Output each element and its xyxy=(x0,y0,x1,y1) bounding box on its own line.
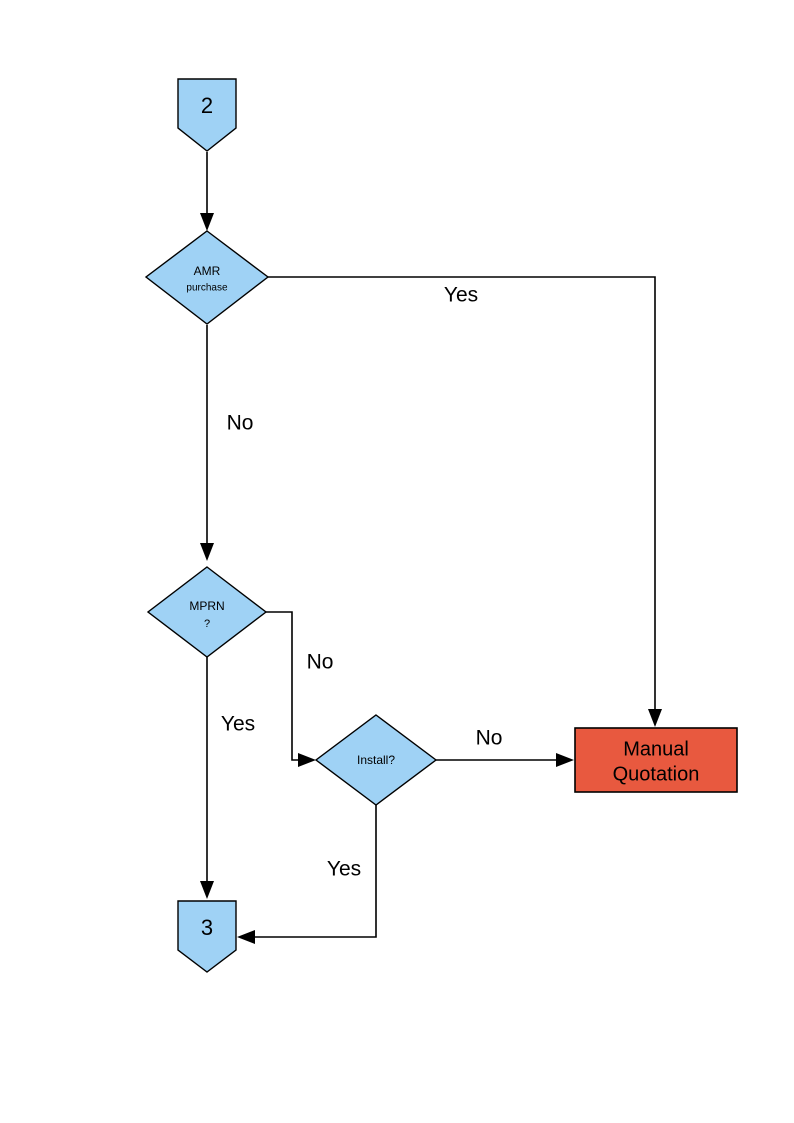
edge-line xyxy=(246,805,377,938)
arrow-head-icon xyxy=(200,213,214,231)
node-label-amr-line2: purchase xyxy=(186,283,228,294)
edge-start-to-amr xyxy=(200,152,214,231)
diamond-shape xyxy=(314,714,438,806)
edge-label-install-no: No xyxy=(476,727,503,750)
edge-line xyxy=(266,611,307,761)
node-label-end: 3 xyxy=(201,915,213,940)
node-end-connector[interactable]: 3 xyxy=(177,900,237,973)
arrow-head-icon xyxy=(648,709,662,727)
edge-amr-yes xyxy=(268,276,662,727)
diamond-shape xyxy=(146,566,268,658)
pentagon-connector-shape xyxy=(177,900,237,973)
edge-line xyxy=(268,276,656,718)
node-amr-decision[interactable]: AMR purchase xyxy=(144,230,270,325)
node-label-mprn-line2: ? xyxy=(204,618,210,630)
pentagon-connector-shape xyxy=(177,78,237,152)
diamond-shape xyxy=(144,230,270,325)
edge-mprn-yes xyxy=(200,657,214,899)
edge-label-amr-yes: Yes xyxy=(444,284,478,307)
edge-label-mprn-no: No xyxy=(307,651,334,674)
arrow-head-icon xyxy=(200,881,214,899)
node-label-start: 2 xyxy=(201,93,213,118)
edge-install-yes xyxy=(237,805,377,944)
edge-label-install-yes: Yes xyxy=(327,858,361,881)
node-manual-quotation[interactable]: Manual Quotation xyxy=(574,727,738,793)
node-label-amr-line1: AMR xyxy=(194,264,221,278)
arrow-head-icon xyxy=(298,753,316,767)
node-install-decision[interactable]: Install? xyxy=(314,714,438,806)
edge-label-mprn-yes: Yes xyxy=(221,713,255,736)
edge-mprn-no xyxy=(266,611,316,767)
node-label-mprn-line1: MPRN xyxy=(189,599,224,613)
node-label-manual-line2: Quotation xyxy=(613,763,700,785)
arrow-head-icon xyxy=(237,930,255,944)
edge-install-no xyxy=(436,753,574,767)
arrow-head-icon xyxy=(556,753,574,767)
node-mprn-decision[interactable]: MPRN ? xyxy=(146,566,268,658)
process-rectangle-shape xyxy=(574,727,738,793)
node-label-install: Install? xyxy=(357,753,395,767)
node-label-manual-line1: Manual xyxy=(623,738,689,760)
edge-label-amr-no: No xyxy=(227,412,254,435)
arrow-head-icon xyxy=(200,543,214,561)
edge-amr-no xyxy=(200,325,214,561)
node-start-connector[interactable]: 2 xyxy=(177,78,237,152)
